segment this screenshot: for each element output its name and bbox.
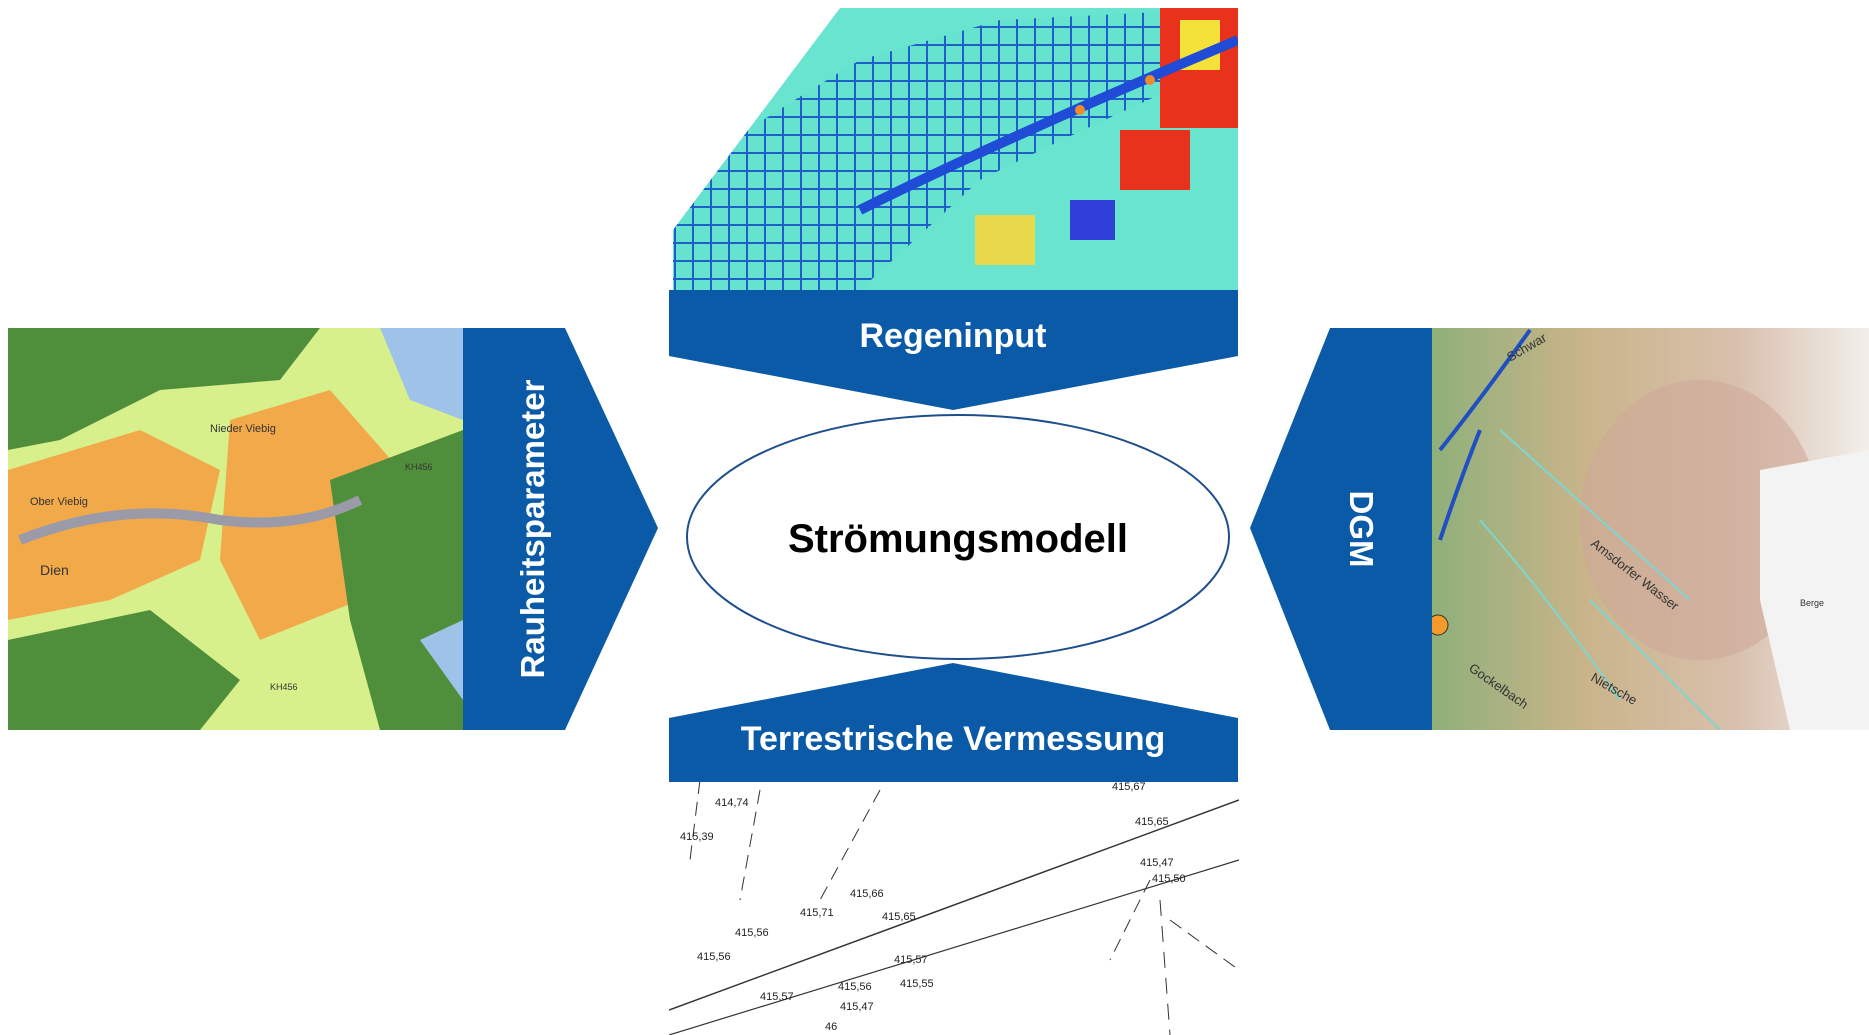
- dgm-input-arrow: [1250, 328, 1432, 730]
- survey-value: 415,56: [838, 981, 872, 993]
- flow-model-ellipse: [686, 414, 1230, 660]
- survey-value: 414,74: [715, 797, 749, 809]
- survey-value: 415,66: [850, 888, 884, 900]
- dgm-input-label: DGM: [1343, 491, 1380, 568]
- map-label: Dien: [40, 562, 69, 578]
- survey-value: 415,50: [1152, 873, 1186, 885]
- map-label: Nieder Viebig: [210, 423, 276, 435]
- map-label: KH456: [270, 682, 298, 692]
- survey-value: 415,65: [1135, 816, 1169, 828]
- survey-value: 415,57: [894, 954, 928, 966]
- survey-value: 415,47: [840, 1001, 874, 1013]
- survey-value: 415,71: [800, 907, 834, 919]
- roughness-input-label: Rauheitsparameter: [514, 379, 551, 678]
- survey-value: 415,67: [1112, 781, 1146, 793]
- terrain-relief-map-image: Schwar Amsdorfer Wasser Nietsche Gockelb…: [1432, 328, 1869, 730]
- survey-value: 415,47: [1140, 857, 1174, 869]
- map-label: Ober Viebig: [30, 496, 88, 508]
- survey-value: 415,56: [735, 927, 769, 939]
- survey-value: 46: [825, 1021, 837, 1033]
- map-label: Berge: [1800, 598, 1824, 608]
- survey-value: 415,65: [882, 911, 916, 923]
- rain-raster-map-image: [673, 8, 1238, 290]
- survey-input-label: Terrestrische Vermessung: [741, 720, 1166, 758]
- land-use-map-image: Nieder Viebig Ober Viebig KH456 KH456 Di…: [8, 328, 463, 730]
- survey-value: 415,55: [900, 978, 934, 990]
- roughness-input-arrow: [463, 328, 658, 730]
- survey-value: 415,56: [697, 951, 731, 963]
- survey-value: 415,57: [760, 991, 794, 1003]
- rain-input-arrow: [669, 290, 1238, 410]
- survey-value: 415,39: [680, 831, 714, 843]
- map-label: KH456: [405, 462, 433, 472]
- flow-model-label: Strömungsmodell: [788, 517, 1128, 561]
- survey-plan-image: 414,74 415,39 415,67 415,65 415,47 415,5…: [669, 780, 1239, 1035]
- rain-input-label: Regeninput: [860, 317, 1047, 355]
- survey-input-arrow: [669, 663, 1238, 782]
